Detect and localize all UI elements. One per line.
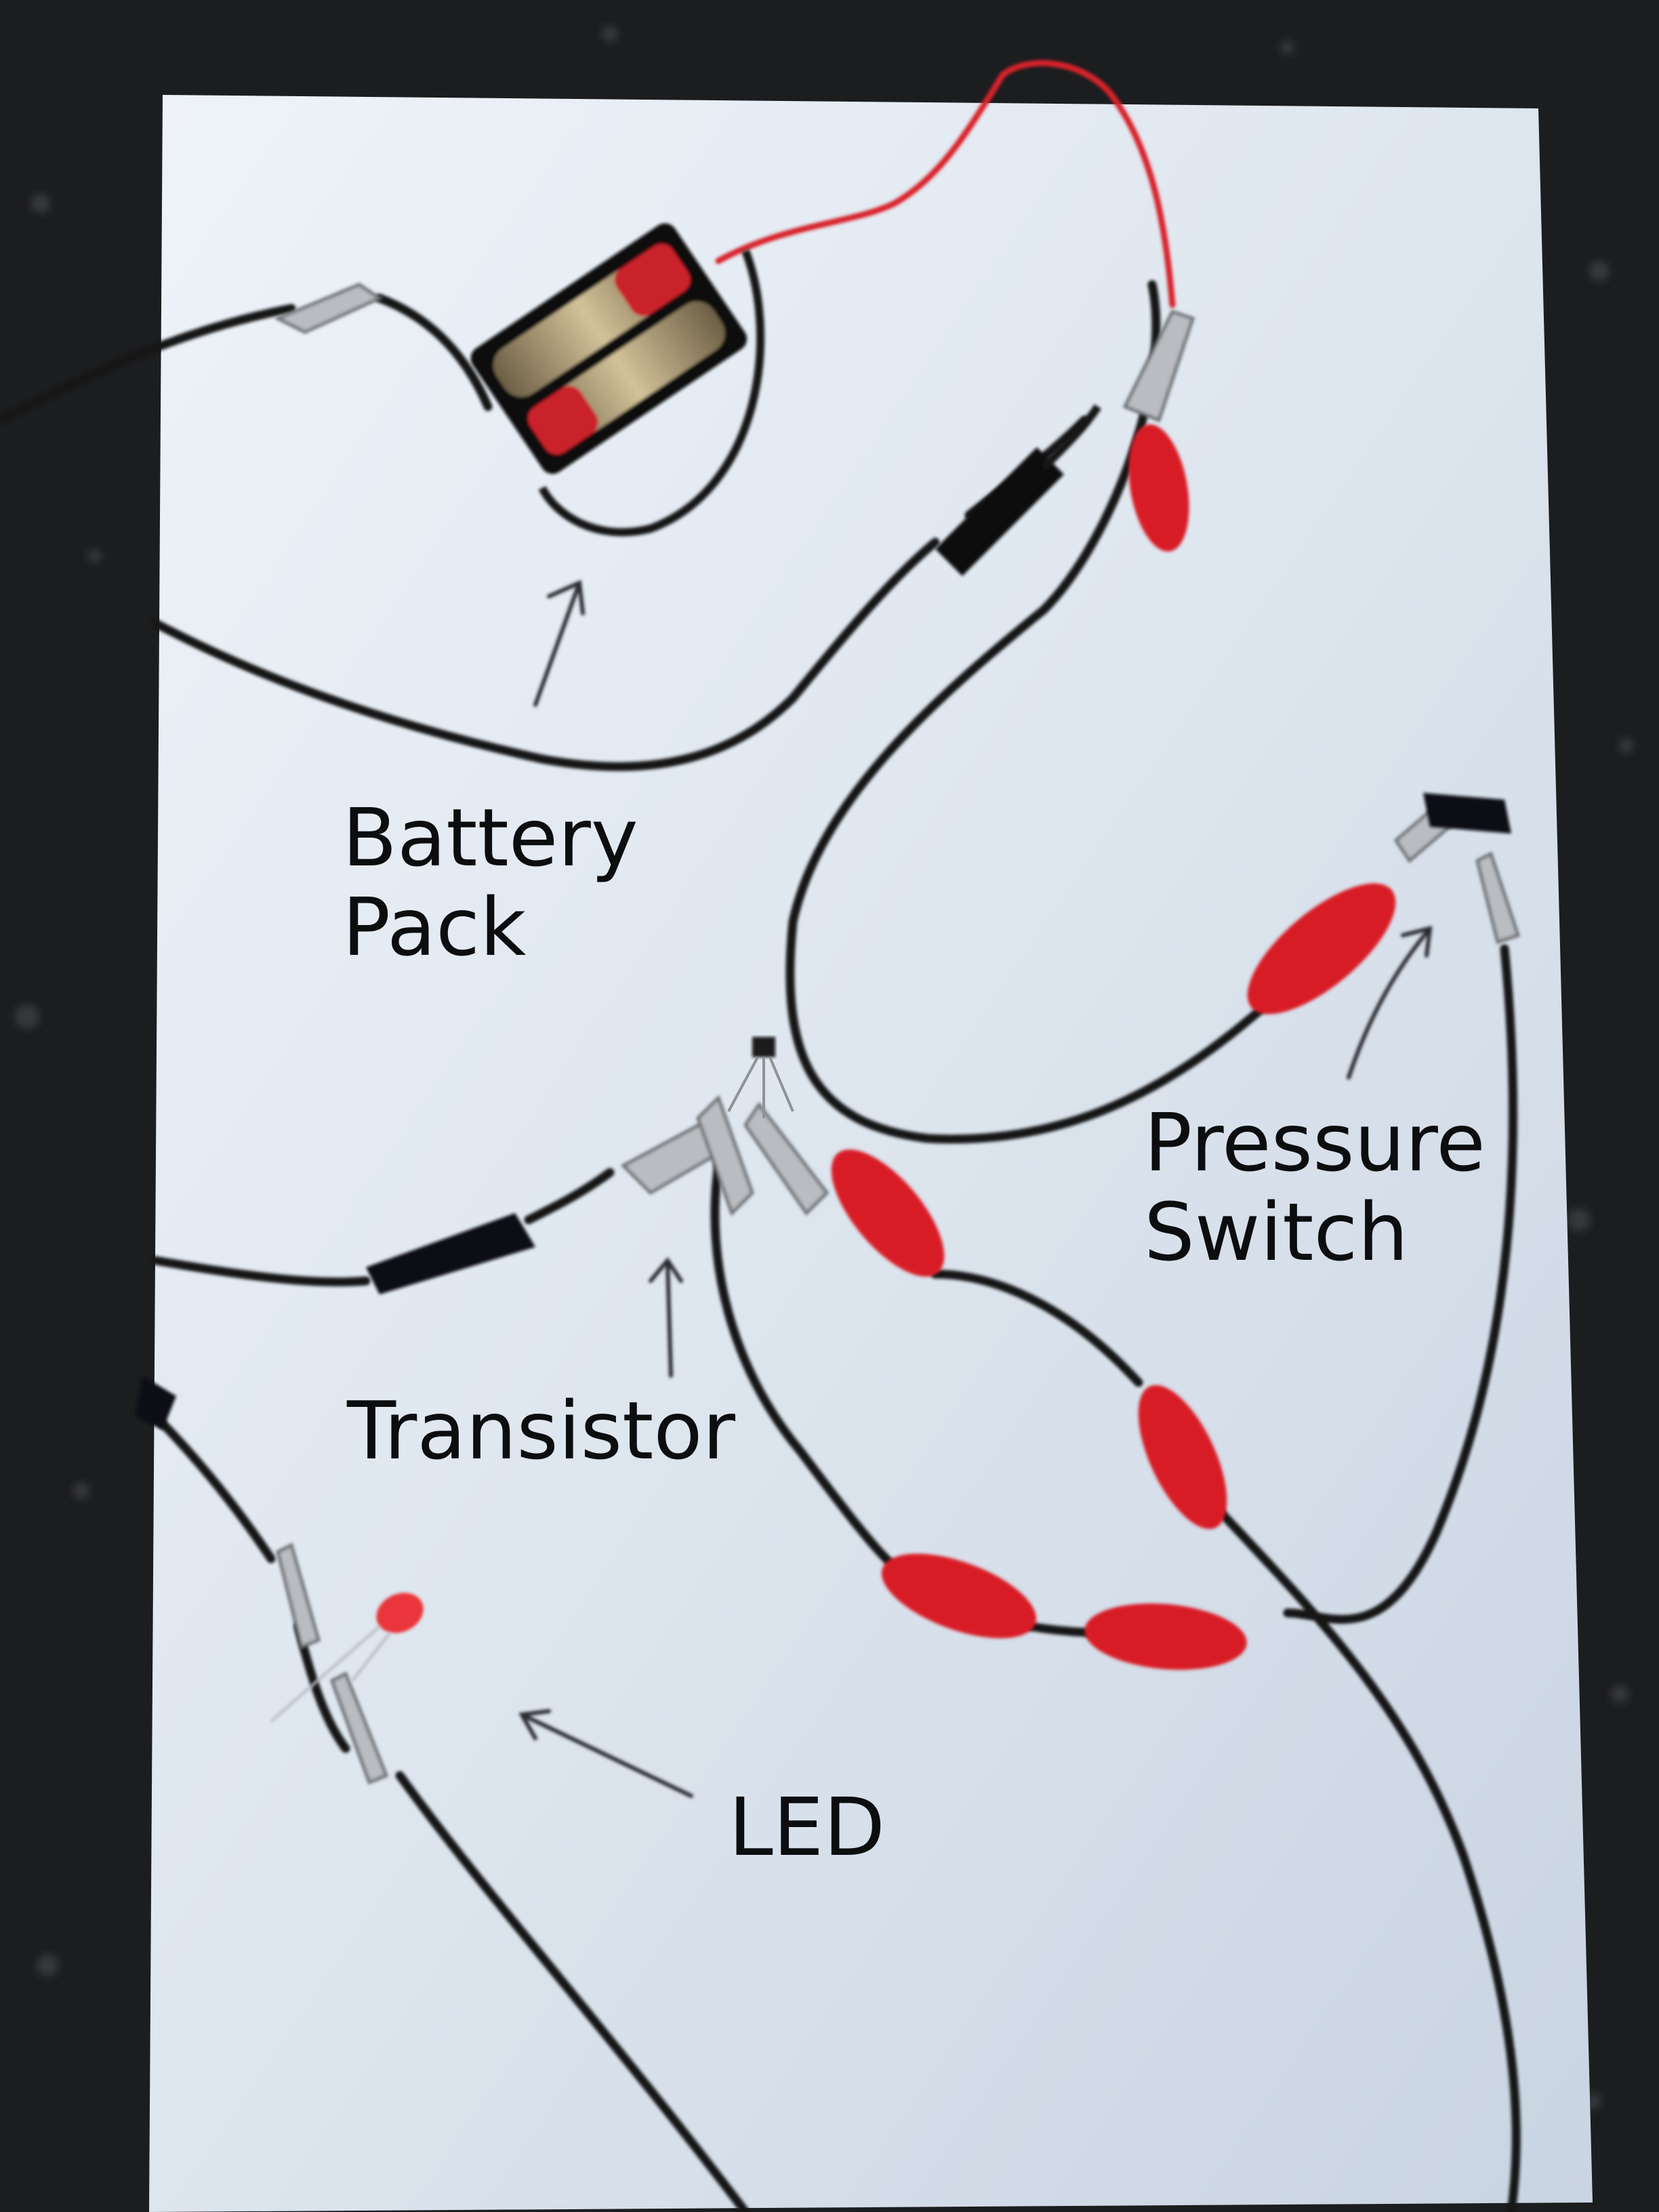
transistor-label: Transistor <box>347 1384 736 1477</box>
paper-sheet <box>149 95 1593 2212</box>
battery-loop-wire <box>538 249 765 537</box>
black-clips <box>136 793 1511 1430</box>
pressure-switch-label-line1: Pressure <box>1144 1096 1486 1189</box>
battery-pack-label-line1: Battery <box>342 791 638 884</box>
table-background <box>15 26 1634 2109</box>
red-clips <box>831 424 1396 1670</box>
black-wires <box>0 280 1521 2212</box>
annotation-arrows <box>518 579 1433 1798</box>
transistor-component <box>752 1037 775 1057</box>
metal-clips <box>273 283 1521 1785</box>
black-connector <box>935 447 1064 576</box>
led-component <box>270 1593 424 1723</box>
pressure-switch-label-line2: Switch <box>1144 1185 1409 1279</box>
battery-pack-label-line2: Pack <box>342 880 527 975</box>
led-label: LED <box>729 1780 886 1874</box>
red-wire <box>715 60 1176 308</box>
battery-pack <box>470 223 747 474</box>
